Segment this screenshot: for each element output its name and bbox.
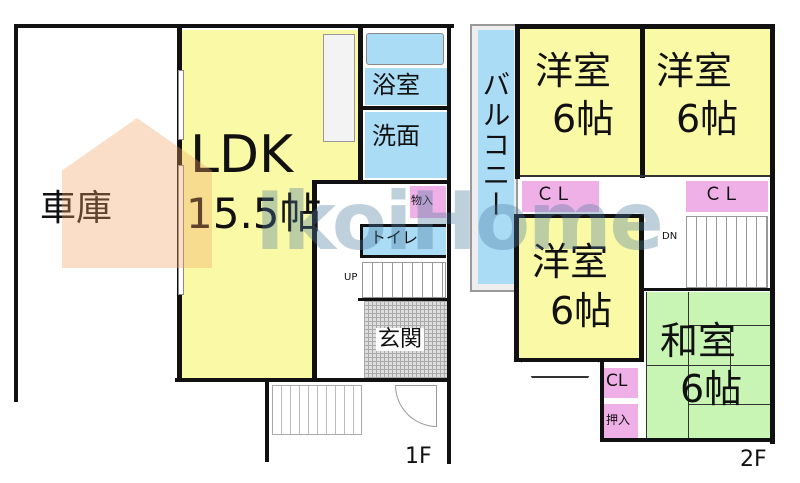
wall <box>358 28 363 183</box>
wall <box>363 106 451 110</box>
closet-label-2: ＣＬ <box>704 184 740 205</box>
room-label-balcony: バルコニー <box>478 70 512 220</box>
room-label-washroom: 洗面 <box>372 122 420 150</box>
wall <box>14 24 454 28</box>
room-size-ldk: 15.5帖 <box>186 189 322 238</box>
wall <box>514 358 644 362</box>
room-western-1 <box>520 29 640 175</box>
room-ldk-lower <box>182 180 314 378</box>
tatami-line <box>688 325 770 326</box>
room-size-japanese: 6帖 <box>680 367 743 411</box>
wall <box>514 214 644 218</box>
stairs-direction-down: DN <box>662 231 678 242</box>
room-size-western-2: 6帖 <box>676 97 739 141</box>
window <box>178 70 184 140</box>
wall <box>312 180 317 380</box>
wall <box>514 214 519 362</box>
wall <box>515 24 775 29</box>
kitchen-counter <box>323 34 355 142</box>
room-balcony <box>478 30 514 284</box>
bathtub <box>366 33 444 65</box>
tatami-line <box>646 365 770 366</box>
room-western-3 <box>519 218 639 360</box>
room-toilet <box>360 224 446 258</box>
wall <box>265 382 269 462</box>
wall <box>640 28 645 178</box>
wall <box>358 298 448 301</box>
wall <box>600 362 604 442</box>
wall <box>520 175 770 177</box>
wall <box>770 24 775 444</box>
room-washroom <box>365 112 447 178</box>
tatami-line <box>688 404 770 405</box>
wall <box>515 24 520 179</box>
outdoor-steps <box>272 385 362 435</box>
wall <box>175 378 450 382</box>
room-label-toilet: トイレ <box>370 228 419 247</box>
oshiire-label: 押入 <box>606 413 631 427</box>
bay-window <box>520 360 600 378</box>
room-storage <box>410 186 446 218</box>
wall <box>600 438 775 442</box>
wall <box>312 180 450 184</box>
stairs <box>362 262 446 298</box>
closet-label-1: ＣＬ <box>536 184 572 205</box>
stairs <box>686 216 768 288</box>
room-label-western-2: 洋室 <box>656 49 733 93</box>
room-label-entrance: 玄関 <box>376 327 425 352</box>
window <box>178 165 184 295</box>
closet-1 <box>522 181 599 212</box>
wall <box>14 24 18 402</box>
room-western-2 <box>645 29 770 175</box>
room-size-western-1: 6帖 <box>552 97 615 141</box>
wall <box>447 24 451 464</box>
closet-2 <box>686 181 768 212</box>
floor-label-2f: 2F <box>740 447 767 472</box>
room-label-western-3: 洋室 <box>532 240 609 284</box>
room-label-japanese: 和室 <box>660 319 737 363</box>
closet-3 <box>604 368 638 398</box>
room-bath <box>365 68 447 105</box>
stairs-direction-up: UP <box>344 272 358 283</box>
room-label-garage: 車庫 <box>40 188 113 229</box>
tatami-line <box>730 325 731 405</box>
room-label-ldk: LDK <box>190 125 294 185</box>
oshiire <box>604 404 638 438</box>
room-size-western-3: 6帖 <box>550 289 613 333</box>
wall <box>644 288 774 291</box>
door-swing <box>395 385 437 427</box>
room-label-western-1: 洋室 <box>535 49 612 93</box>
watermark-text: IkoiHome <box>255 175 664 268</box>
room-label-storage: 物入 <box>411 194 433 207</box>
floor-label-1f: 1F <box>405 444 432 469</box>
room-label-bath: 浴室 <box>372 71 420 99</box>
closet-label-3: CL <box>606 371 628 391</box>
wall <box>639 214 644 362</box>
